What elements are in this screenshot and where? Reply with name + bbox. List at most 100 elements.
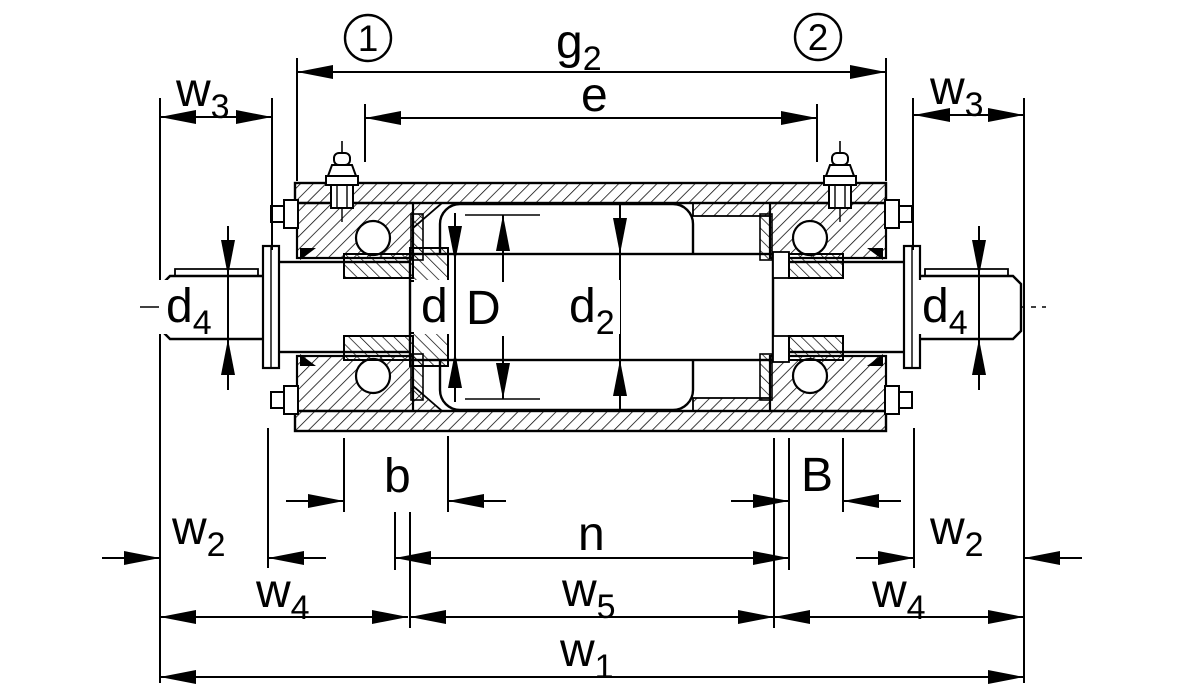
dim-arrowhead [972,339,986,375]
dim-d: d [414,213,462,402]
dim-arrowhead [753,551,789,565]
dim-label-w1: w1 [559,624,614,686]
seal-wedge [300,248,316,260]
seal-plate [759,213,773,261]
nipple-cone [824,164,856,177]
dim-arrowhead [221,339,235,375]
seal-wedge [300,354,316,366]
inner-ring-lower-left [343,335,414,361]
dim-label-w5: w5 [561,564,616,626]
label-backplate [562,280,620,334]
set-screws [270,199,913,415]
label-backplate [159,280,217,334]
dim-e: e [365,69,817,125]
dim-g2: g2 [297,16,886,79]
dim-w1: w1 [160,624,1024,686]
grease-nipple-right [823,141,857,222]
dim-arrowhead [410,610,446,624]
dim-arrowhead [448,494,484,508]
dim-arrowhead [914,108,950,122]
dim-arrowhead [308,494,344,508]
dim-arrowhead [365,111,401,125]
dim-arrowhead [372,610,408,624]
sleeve-step-lower-right [772,335,790,363]
nipple-ball [831,152,849,166]
inner-ring-upper-right [788,253,844,279]
dim-label-e: e [581,69,608,122]
grease-nipple-left [325,141,359,222]
label-backplate [414,280,452,334]
callout-circle [343,13,393,63]
stub-cap-line-left [174,268,259,276]
dim-arrowhead [160,670,196,684]
bearing-block-lower-right [768,354,888,413]
dim-B: B [731,449,901,508]
dim-arrowhead [236,110,272,124]
dim-arrowhead [160,610,196,624]
dim-arrowhead [395,551,431,565]
dim-arrowhead [160,110,196,124]
set-screw-washer [283,385,299,415]
dim-label-n: n [578,508,605,561]
extension-lines [159,58,1025,683]
dim-arrowhead [738,610,774,624]
dim-label-w4-left: w4 [255,565,310,627]
dim-arrowhead [268,551,304,565]
set-screw-washer [884,199,900,229]
ball [791,219,829,257]
nipple-base [823,175,857,186]
bearing-block-upper-left [295,201,415,260]
callout-number: 2 [808,17,829,58]
bearing-block-lower-left [295,354,415,413]
dim-label-B: B [801,449,833,502]
locking-collar-lower-left [409,332,449,367]
seals [300,248,883,366]
label-backplate [915,280,973,334]
shell-counterbore-bottom [692,397,771,412]
dim-arrowhead [1024,551,1060,565]
dim-arrowhead [448,226,462,262]
dim-d2: d2 [562,204,627,411]
inner-ring-lower-right [788,335,844,361]
dim-arrowhead [774,610,810,624]
inner-rings [343,247,844,367]
dim-arrowhead [496,215,510,251]
nipple-socket [828,183,852,209]
set-screw-head [270,391,285,409]
dim-w2-left: w2 [102,502,326,565]
dim-label-g2: g2 [556,16,602,78]
dim-label-d: d [421,280,448,333]
callout-circle [793,12,843,62]
dim-b: b [286,450,506,508]
nipple-cone [326,164,358,177]
dim-arrowhead [843,494,879,508]
dim-arrowhead [613,218,627,254]
dim-arrowhead [124,551,160,565]
nipple-base [325,175,359,186]
dim-arrowhead [496,363,510,399]
dim-arrowhead [878,551,914,565]
bearing-balls [354,219,829,395]
dim-arrowhead [613,360,627,396]
shell-counterbore-top [692,202,771,217]
sleeve-step-upper-right [772,251,790,279]
dim-w3-right: w3 [914,62,1024,124]
dim-label-d2: d2 [569,280,615,342]
dim-d4-right: d4 [915,226,986,390]
dim-label-w2-right: w2 [929,502,984,564]
dim-label-d4-right: d4 [922,280,968,342]
seal-wedge [867,354,883,366]
dim-arrowhead [972,240,986,276]
label-backplate [459,282,505,336]
dim-D: D [459,215,510,399]
ball [354,219,392,257]
dim-arrowhead [988,610,1024,624]
dim-arrowhead [448,352,462,388]
callout-1: 1 [343,13,393,63]
dim-label-w4-right: w4 [871,565,926,627]
set-screw-head [898,205,913,223]
dim-w3-left: w3 [160,64,272,126]
